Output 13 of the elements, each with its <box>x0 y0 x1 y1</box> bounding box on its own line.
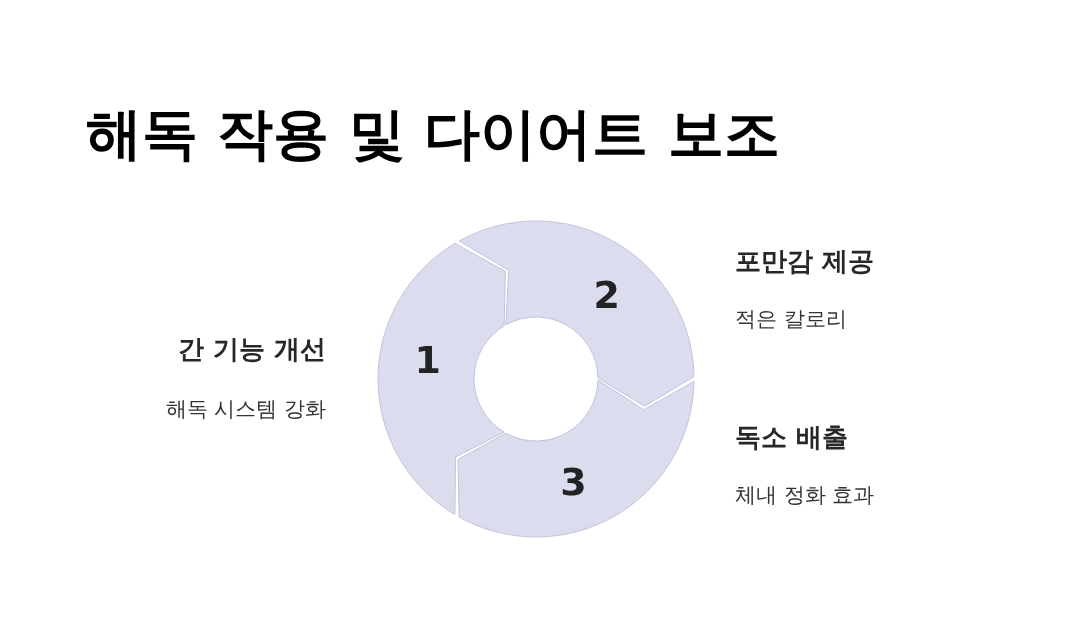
step-heading: 독소 배출 <box>735 422 849 454</box>
ring-segment <box>377 242 506 516</box>
step-description: 해독 시스템 강화 <box>165 397 326 423</box>
step-heading: 간 기능 개선 <box>177 334 326 366</box>
step-number: 2 <box>593 272 620 317</box>
ring-segment <box>458 220 695 407</box>
step-number: 3 <box>560 460 587 505</box>
step-description: 적은 칼로리 <box>735 307 847 333</box>
diagram-title: 해독 작용 및 다이어트 보조 <box>86 100 780 168</box>
step-heading: 포만감 제공 <box>735 246 875 278</box>
step-description: 체내 정화 효과 <box>735 483 875 509</box>
ring-segment <box>457 379 695 538</box>
step-number: 1 <box>414 337 441 382</box>
